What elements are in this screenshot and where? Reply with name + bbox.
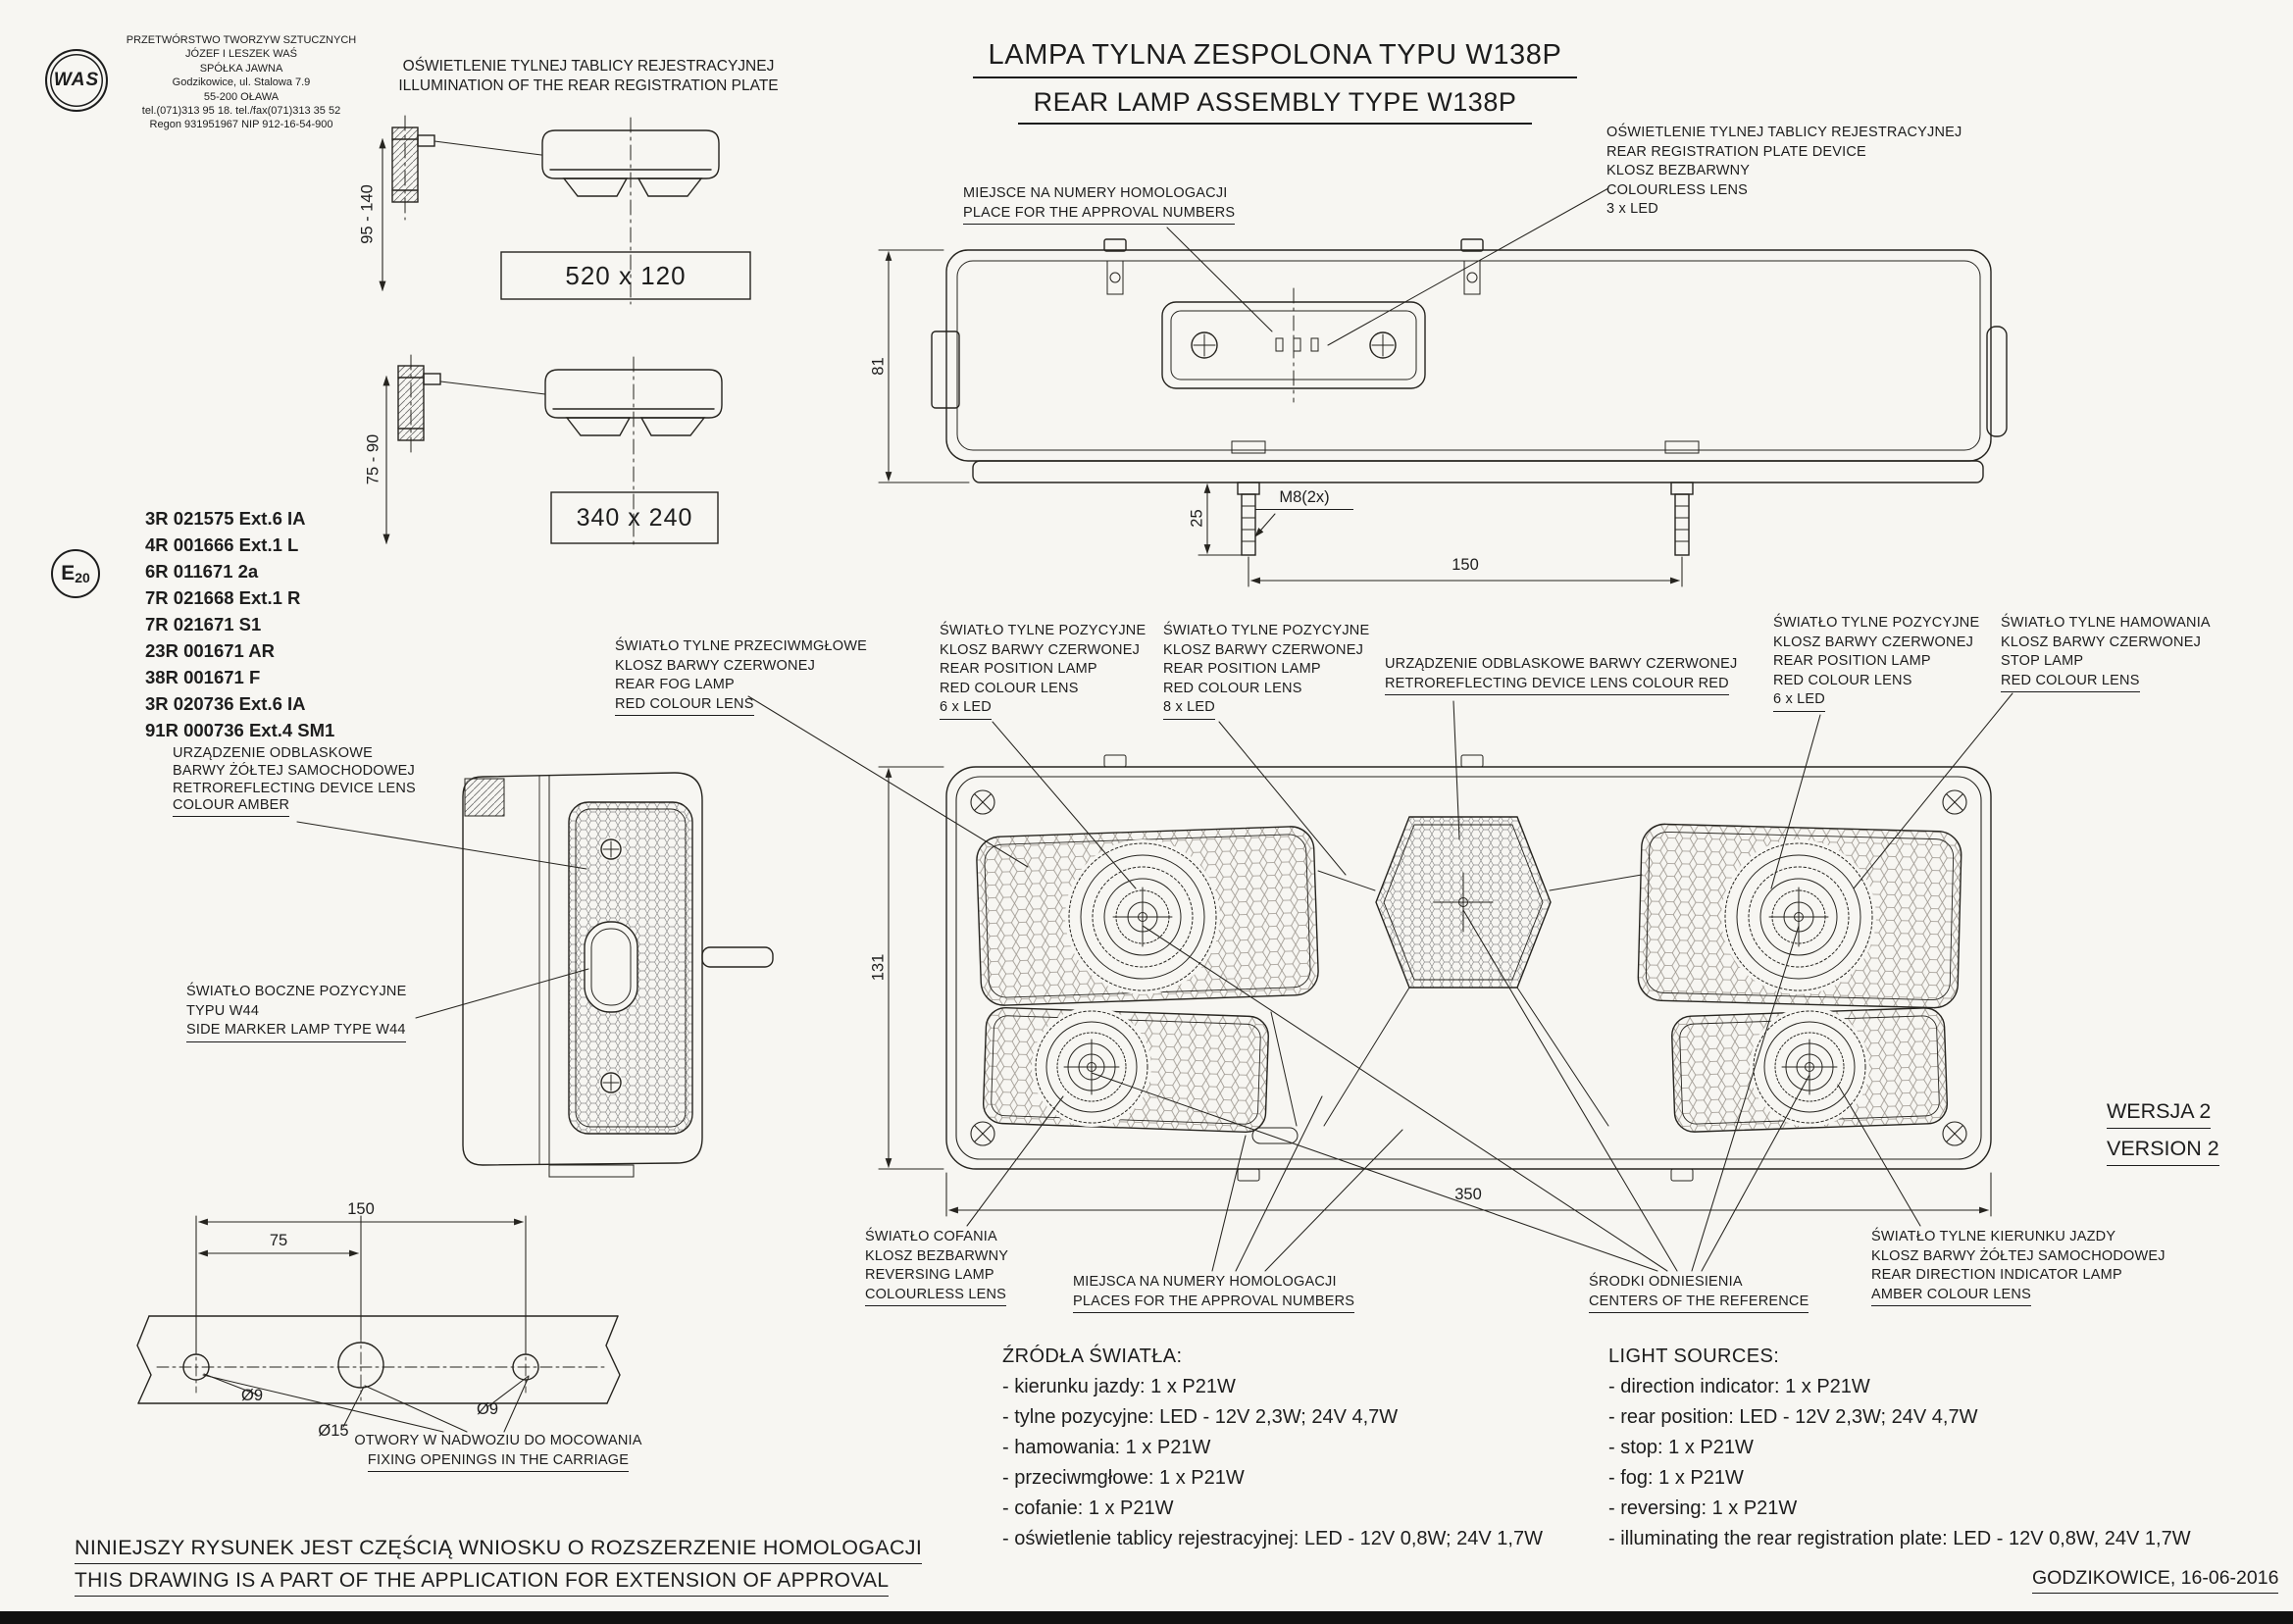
dim-top-height: 81 — [869, 357, 888, 376]
annotation-position-8led: ŚWIATŁO TYLNE POZYCYJNE KLOSZ BARWY CZER… — [1163, 622, 1369, 720]
version-note: WERSJA 2 VERSION 2 — [2107, 1096, 2219, 1171]
annotation-reversing: ŚWIATŁO COFANIA KLOSZ BEZBARWNY REVERSIN… — [865, 1228, 1008, 1306]
was-logo: WAS — [45, 49, 108, 112]
dim-hole-large: Ø15 — [318, 1422, 349, 1440]
approval-numbers-list: 3R 021575 Ext.6 IA 4R 001666 Ext.1 L 6R … — [145, 508, 335, 740]
annotation-position-6led-left: ŚWIATŁO TYLNE POZYCYJNE KLOSZ BARWY CZER… — [940, 622, 1146, 720]
footer-statement-pl: NINIEJSZY RYSUNEK JEST CZĘŚCIĄ WNIOSKU O… — [75, 1536, 923, 1564]
dim-pin-offset: 25 — [1188, 509, 1206, 528]
annotation-retroreflector-amber: URZĄDZENIE ODBLASKOWE BARWY ŻÓŁTEJ SAMOC… — [173, 745, 416, 818]
dim-hole-small-left: Ø9 — [240, 1387, 263, 1404]
company-info: PRZETWÓRSTWO TWORZYW SZTUCZNYCH JÓZEF I … — [126, 34, 357, 131]
dim-hole-small-right: Ø9 — [476, 1400, 498, 1418]
scan-edge-bar — [0, 1611, 2293, 1624]
annotation-reference-centers: ŚRODKI ODNIESIENIA CENTERS OF THE REFERE… — [1589, 1273, 1809, 1313]
annotation-approval-places-bottom: MIEJSCA NA NUMERY HOMOLOGACJI PLACES FOR… — [1073, 1273, 1355, 1313]
dim-front-height: 131 — [869, 953, 888, 982]
annotation-retroreflector-red: URZĄDZENIE ODBLASKOWE BARWY CZERWONEJ RE… — [1385, 655, 1737, 695]
annotation-position-6led-right: ŚWIATŁO TYLNE POZYCYJNE KLOSZ BARWY CZER… — [1773, 614, 1979, 712]
annotation-reg-plate-device: OŚWIETLENIE TYLNEJ TABLICY REJESTRACYJNE… — [1606, 125, 1962, 217]
light-sources-pl: ŹRÓDŁA ŚWIATŁA: - kierunku jazdy: 1 x P2… — [1002, 1345, 1543, 1549]
dim-height-range-small: 75 - 90 — [364, 433, 382, 485]
annotation-approval-place-top: MIEJSCE NA NUMERY HOMOLOGACJI PLACE FOR … — [963, 184, 1236, 225]
dim-pin-spacing: 150 — [1452, 556, 1479, 574]
drawing-title-pl: LAMPA TYLNA ZESPOLONA TYPU W138P — [972, 39, 1578, 78]
footer-place-date: GODZIKOWICE, 16-06-2016 — [2032, 1567, 2279, 1594]
size-box-large: 520 x 120 — [565, 260, 687, 290]
dim-front-width: 350 — [1454, 1186, 1482, 1203]
footer-statement-en: THIS DRAWING IS A PART OF THE APPLICATIO… — [75, 1569, 890, 1597]
drawing-title: LAMPA TYLNA ZESPOLONA TYPU W138P REAR LA… — [971, 39, 1579, 125]
dim-fix-half: 75 — [269, 1232, 288, 1249]
size-box-small: 340 x 240 — [576, 503, 693, 532]
annotation-direction-indicator: ŚWIATŁO TYLNE KIERUNKU JAZDY KLOSZ BARWY… — [1871, 1228, 2166, 1306]
dim-fix-span: 150 — [347, 1200, 375, 1218]
light-sources-en: LIGHT SOURCES: - direction indicator: 1 … — [1608, 1345, 2191, 1549]
dim-height-range-large: 95 - 140 — [358, 184, 377, 244]
dim-pin-thread: M8(2x) — [1255, 488, 1353, 510]
annotation-rear-fog: ŚWIATŁO TYLNE PRZECIWMGŁOWE KLOSZ BARWY … — [615, 637, 867, 716]
was-logo-text: WAS — [53, 70, 100, 90]
annotation-fixing-openings: OTWORY W NADWOZIU DO MOCOWANIA FIXING OP… — [341, 1432, 655, 1472]
drawing-title-en: REAR LAMP ASSEMBLY TYPE W138P — [1017, 87, 1533, 125]
annotation-stop: ŚWIATŁO TYLNE HAMOWANIA KLOSZ BARWY CZER… — [2001, 614, 2211, 692]
plate-illumination-heading: OŚWIETLENIE TYLNEJ TABLICY REJESTRACYJNE… — [398, 58, 779, 94]
annotation-side-marker: ŚWIATŁO BOCZNE POZYCYJNE TYPU W44 SIDE M… — [186, 983, 406, 1042]
